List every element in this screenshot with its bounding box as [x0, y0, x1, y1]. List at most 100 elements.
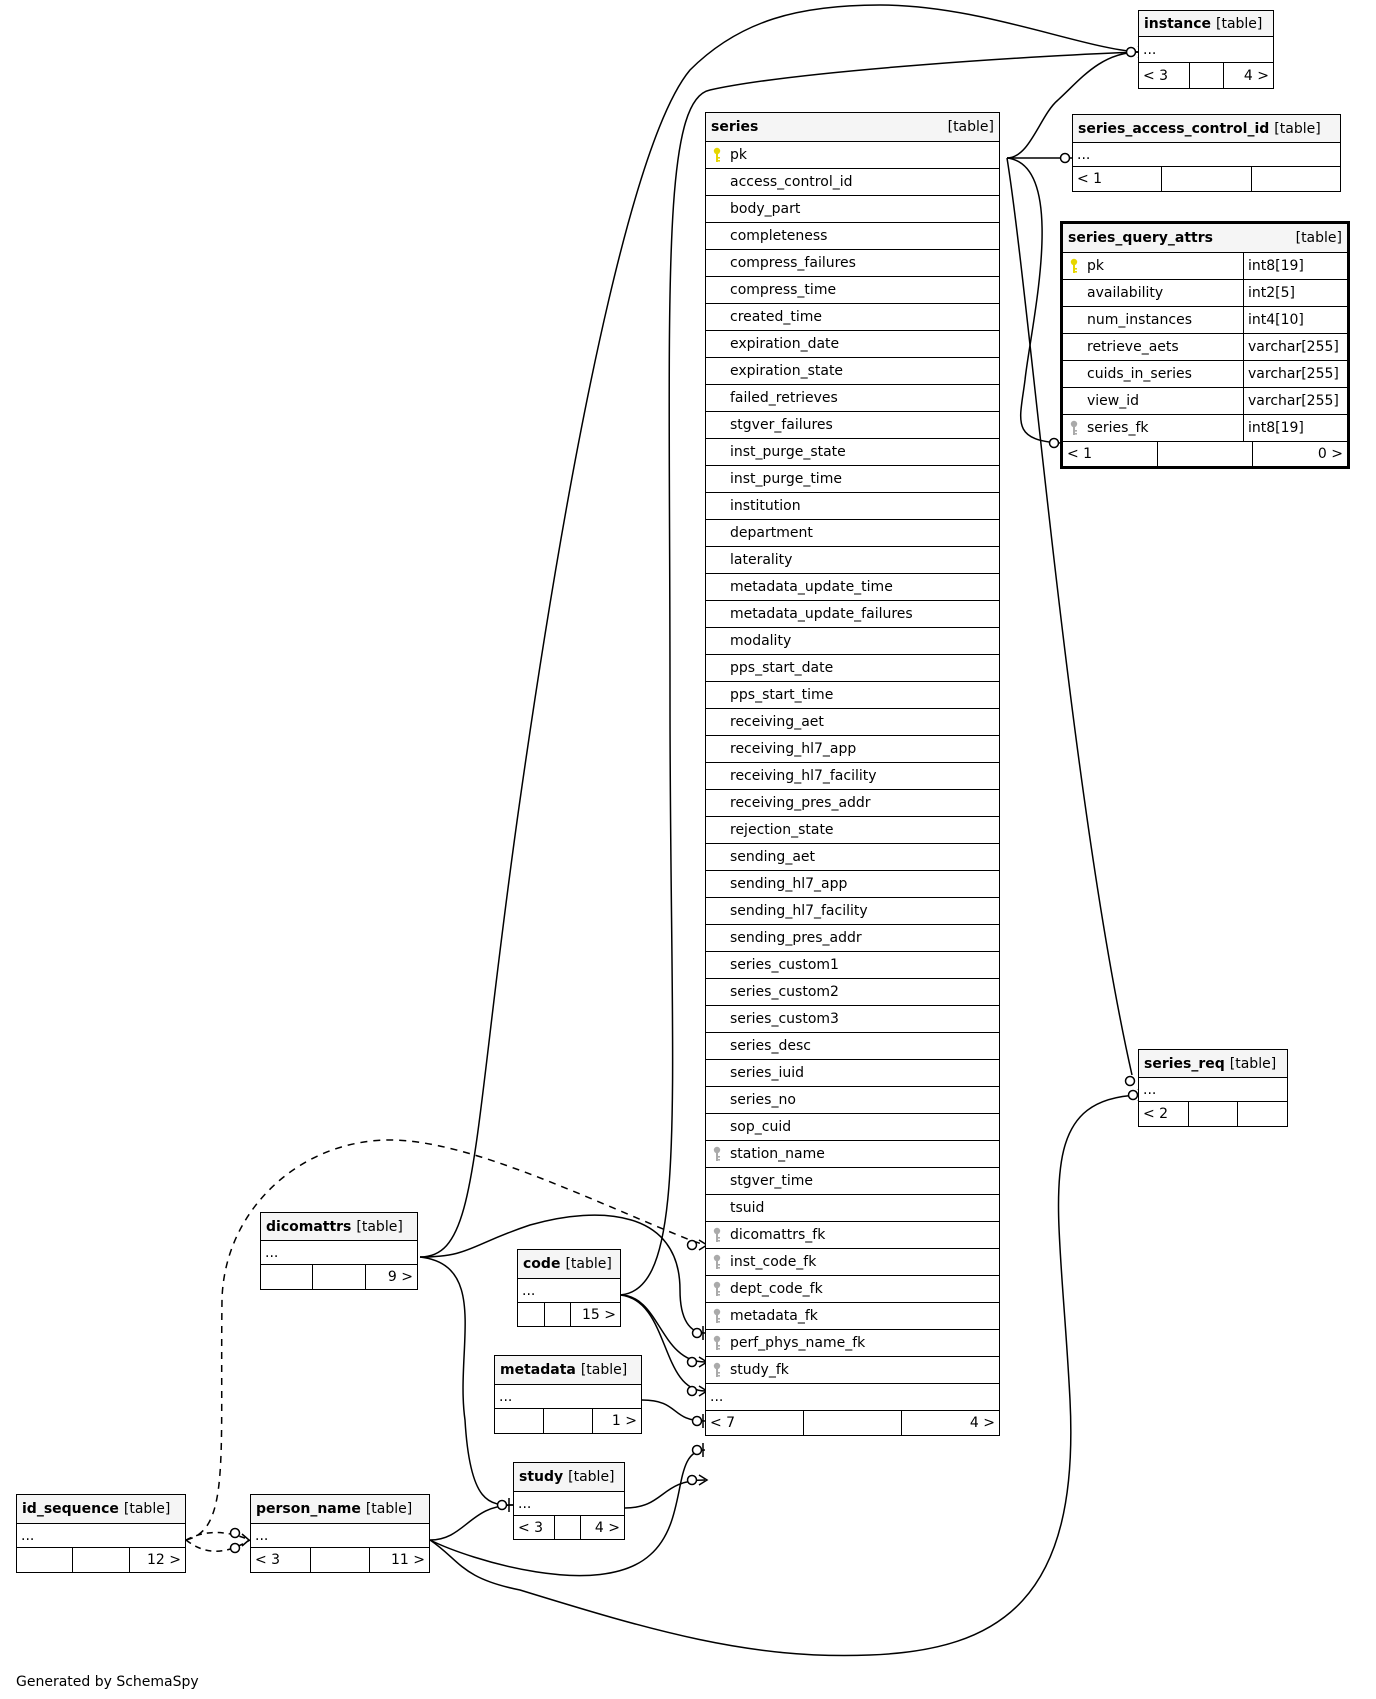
table-metadata[interactable]: metadata[table] ... 1 >: [494, 1355, 642, 1434]
children-count[interactable]: 4 >: [901, 1411, 999, 1435]
column-cell: sop_cuid: [706, 1114, 999, 1140]
parents-count[interactable]: [495, 1409, 543, 1433]
column-cell: retrieve_aets: [1063, 334, 1243, 360]
column-name: created_time: [730, 309, 822, 325]
column-name: stgver_time: [730, 1173, 813, 1189]
column-cell: body_part: [706, 196, 999, 222]
parents-count[interactable]: < 1: [1067, 446, 1093, 462]
column-row-expiration-date: expiration_date: [706, 331, 999, 358]
column-cell: stgver_failures: [706, 412, 999, 438]
column-cell: inst_code_fk: [706, 1249, 999, 1275]
foreign-key-icon: [706, 1146, 728, 1162]
table-kind: [table]: [123, 1501, 171, 1517]
column-name: metadata_update_time: [730, 579, 893, 595]
table-id-sequence[interactable]: id_sequence[table] ... 12 >: [16, 1494, 186, 1573]
column-cell: sending_aet: [706, 844, 999, 870]
table-name: series_access_control_id: [1078, 120, 1270, 137]
parents-count[interactable]: < 3: [1143, 67, 1169, 84]
column-name: station_name: [730, 1146, 825, 1162]
column-name: perf_phys_name_fk: [730, 1335, 866, 1351]
column-name: ...: [1143, 41, 1157, 58]
column-row-perf-phys-name-fk: perf_phys_name_fk: [706, 1330, 999, 1357]
column-name: ...: [499, 1388, 513, 1405]
column-row: ...: [1139, 37, 1273, 63]
parents-count[interactable]: < 2: [1143, 1106, 1169, 1122]
parents-count[interactable]: [261, 1265, 312, 1289]
column-name: pk: [1087, 258, 1104, 274]
column-row: ...: [261, 1241, 417, 1265]
column-name: ...: [1077, 146, 1091, 163]
column-name: sending_pres_addr: [730, 930, 862, 946]
footer-spacer: [543, 1409, 592, 1433]
children-count[interactable]: 4 >: [1222, 63, 1274, 88]
parents-count[interactable]: < 7: [710, 1415, 736, 1431]
column-row-metadata-update-failures: metadata_update_failures: [706, 601, 999, 628]
column-name: num_instances: [1087, 312, 1192, 328]
column-cell: institution: [706, 493, 999, 519]
parents-count[interactable]: < 3: [255, 1552, 281, 1568]
table-kind: [table]: [356, 1218, 403, 1235]
column-name: view_id: [1087, 393, 1140, 409]
column-name: receiving_hl7_facility: [730, 768, 877, 784]
column-name: sending_hl7_app: [730, 876, 848, 892]
table-dicomattrs[interactable]: dicomattrs[table] ... 9 >: [260, 1212, 418, 1290]
foreign-key-icon: [706, 1254, 728, 1270]
children-count[interactable]: 12 >: [128, 1548, 185, 1572]
column-cell: series_iuid: [706, 1060, 999, 1086]
column-name: ...: [522, 1282, 536, 1299]
column-name: series_custom1: [730, 957, 839, 973]
table-series-req[interactable]: series_req[table] ... < 2: [1138, 1049, 1288, 1127]
column-cell: series_custom3: [706, 1006, 999, 1032]
column-cell: inst_purge_time: [706, 466, 999, 492]
column-cell: pps_start_date: [706, 655, 999, 681]
column-name: sending_aet: [730, 849, 815, 865]
table-header: series [table]: [706, 113, 999, 142]
children-count[interactable]: 15 >: [570, 1303, 620, 1326]
children-count[interactable]: 4 >: [580, 1516, 624, 1539]
column-row-series-custom2: series_custom2: [706, 979, 999, 1006]
children-count[interactable]: 0 >: [1252, 442, 1347, 466]
column-row-inst-purge-state: inst_purge_state: [706, 439, 999, 466]
parents-count[interactable]: < 1: [1077, 171, 1103, 187]
children-count[interactable]: [1237, 1102, 1287, 1126]
children-count[interactable]: [1250, 167, 1340, 191]
column-name: access_control_id: [730, 174, 853, 190]
table-kind: [table]: [1274, 120, 1321, 137]
table-header: person_name[table]: [251, 1495, 429, 1524]
foreign-key-icon: [706, 1362, 728, 1378]
column-cell: study_fk: [706, 1357, 999, 1383]
column-row-series-iuid: series_iuid: [706, 1060, 999, 1087]
parents-count[interactable]: [518, 1303, 544, 1326]
table-study[interactable]: study[table] ... < 3 4 >: [513, 1462, 625, 1540]
column-row-sending-hl7-app: sending_hl7_app: [706, 871, 999, 898]
table-header: code[table]: [518, 1250, 620, 1279]
column-cell: receiving_hl7_app: [706, 736, 999, 762]
table-person-name[interactable]: person_name[table] ... < 3 11 >: [250, 1494, 430, 1573]
column-cell: cuids_in_series: [1063, 361, 1243, 387]
table-instance[interactable]: instance[table] ... < 3 4 >: [1138, 10, 1274, 89]
column-row-stgver-failures: stgver_failures: [706, 412, 999, 439]
column-name: series_fk: [1087, 420, 1149, 436]
column-name: ...: [255, 1527, 269, 1544]
generator-credit: Generated by SchemaSpy: [16, 1674, 199, 1690]
column-name: availability: [1087, 285, 1164, 301]
parents-count[interactable]: [17, 1548, 72, 1572]
column-cell: metadata_fk: [706, 1303, 999, 1329]
column-name: receiving_hl7_app: [730, 741, 857, 757]
children-count[interactable]: 9 >: [364, 1265, 417, 1289]
column-cell: receiving_aet: [706, 709, 999, 735]
parents-count[interactable]: < 3: [518, 1519, 544, 1536]
table-code[interactable]: code[table] ... 15 >: [517, 1249, 621, 1327]
foreign-key-icon: [1063, 420, 1085, 436]
children-count[interactable]: 1 >: [592, 1409, 641, 1433]
column-row-receiving-aet: receiving_aet: [706, 709, 999, 736]
column-row-institution: institution: [706, 493, 999, 520]
children-count[interactable]: 11 >: [369, 1548, 429, 1572]
table-series-access-control-id[interactable]: series_access_control_id[table] ... < 1: [1072, 114, 1341, 192]
column-name: expiration_state: [730, 363, 844, 379]
